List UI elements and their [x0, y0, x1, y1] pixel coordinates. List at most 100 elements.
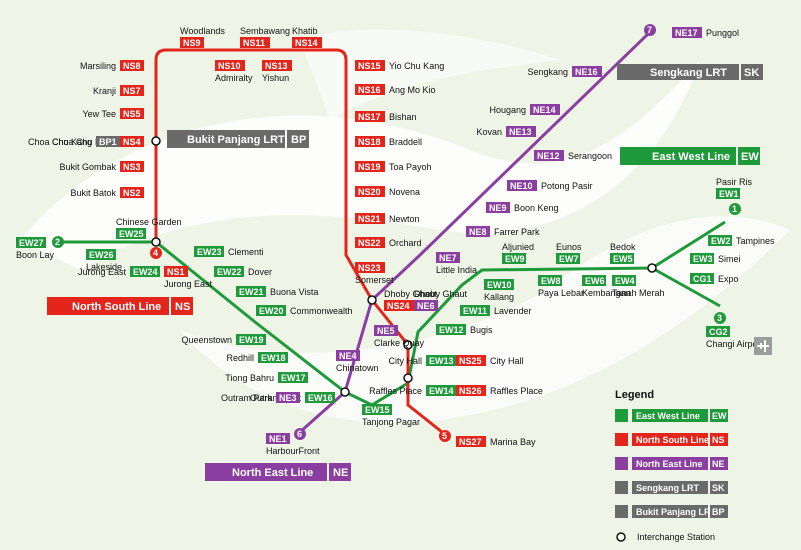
- station-code-box-ew5: [610, 253, 634, 264]
- station-name-ns27: Marina Bay: [490, 437, 536, 447]
- station-code-ns27: NS27: [459, 437, 482, 447]
- station-code-box-ns11: [240, 37, 270, 48]
- svg-text:NE: NE: [333, 467, 348, 479]
- legend-swatch-bp: [615, 505, 628, 518]
- station-code-box-ew23: [194, 246, 224, 257]
- station-code-box-cg1: [690, 273, 714, 284]
- station-code-ns25: NS25: [459, 356, 482, 366]
- station-name-ew14: Raffles Place: [369, 386, 422, 396]
- station-code-box-ew19: [236, 334, 266, 345]
- station-name-ns25: City Hall: [490, 356, 524, 366]
- station-code-box-ew13: [426, 355, 456, 366]
- station-code-ns17: NS17: [358, 112, 381, 122]
- station-code-box-cg2: [706, 326, 730, 337]
- station-code-box-ew15: [362, 404, 392, 415]
- svg-text:EW: EW: [741, 151, 759, 163]
- station-code-box-ew26: [86, 249, 116, 260]
- legend-code-box-bp: [710, 505, 728, 518]
- station-code-box-ns20: [355, 186, 385, 197]
- station-code-box-ns3: [120, 161, 144, 172]
- station-name-ne13: Kovan: [476, 127, 502, 137]
- station-code-ns24: NS24: [387, 301, 410, 311]
- legend-swatch-ew: [615, 409, 628, 422]
- station-code-ne1: NE1: [269, 434, 287, 444]
- station-name-ns9: Woodlands: [180, 26, 225, 36]
- station-code-ew18: EW18: [261, 353, 286, 363]
- station-code-box-ew17: [278, 372, 308, 383]
- station-code-ew15: EW15: [365, 405, 390, 415]
- station-code-ne3: NE3: [279, 393, 297, 403]
- station-code-box-ew22: [214, 266, 244, 277]
- station-code-ns13: NS13: [265, 61, 288, 71]
- svg-text:7: 7: [647, 25, 652, 35]
- station-name-ns7: Kranji: [93, 86, 116, 96]
- station-name-ew16: Outram Park: [250, 393, 302, 403]
- station-code-ns15: NS15: [358, 61, 381, 71]
- station-code-box-ew16: [305, 392, 335, 403]
- station-code-ne13: NE13: [509, 127, 532, 137]
- station-code-cg1: CG1: [693, 274, 712, 284]
- legend-code-sk: SK: [712, 483, 725, 493]
- station-code-ew23: EW23: [197, 247, 222, 257]
- station-name-ns23: Somerset: [355, 275, 394, 285]
- station-code-box-ns18: [355, 136, 385, 147]
- station-code-ew25: EW25: [119, 229, 144, 239]
- legend-code-bp: BP: [712, 507, 725, 517]
- station-name-ns8: Marsiling: [80, 61, 116, 71]
- terminus-numbers: 2 1 3 4 5 6 7: [52, 24, 741, 442]
- east-west-banner: East West Line EW: [620, 147, 760, 165]
- station-name-ne12: Serangoon: [568, 151, 612, 161]
- station-code-box-ew14: [426, 385, 456, 396]
- north-east-banner: North East Line NE: [205, 463, 351, 481]
- station-name-ns24: Dhoby Ghaut: [384, 289, 438, 299]
- station-name-ns4: Choa Chu Kang: [52, 137, 116, 147]
- station-code-ew14: EW14: [429, 386, 454, 396]
- station-code-ns22: NS22: [358, 238, 381, 248]
- station-code-box-ew12: [436, 324, 466, 335]
- station-name-ne14: Hougang: [489, 105, 526, 115]
- station-code-box-ns27: [456, 436, 486, 447]
- station-name-ns26: Raffles Place: [490, 386, 543, 396]
- station-code-ns23: NS23: [358, 263, 381, 273]
- station-code-box-ns23: [355, 262, 385, 273]
- station-name-ew6: Kembangan: [582, 288, 631, 298]
- station-code-ew2: EW2: [711, 236, 731, 246]
- station-code-ew26: EW26: [89, 250, 114, 260]
- station-name-ew10: Kallang: [484, 292, 514, 302]
- station-code-ne6: NE6: [417, 301, 435, 311]
- station-code-cg2: CG2: [709, 327, 728, 337]
- station-code-ew21: EW21: [239, 287, 264, 297]
- station-code-box-ew11: [460, 305, 490, 316]
- station-name-ew1: Pasir Ris: [716, 177, 753, 187]
- legend-bar-ew: [632, 409, 708, 422]
- station-code-ns9: NS9: [183, 38, 201, 48]
- station-code-box-ew21: [236, 286, 266, 297]
- station-code-ew19: EW19: [239, 335, 264, 345]
- station-name-ew11: Lavender: [494, 306, 532, 316]
- station-name-ns5: Yew Tee: [82, 109, 116, 119]
- station-name-ew5: Bedok: [610, 242, 636, 252]
- station-code-ns11: NS11: [243, 38, 265, 48]
- station-code-ew11: EW11: [463, 306, 487, 316]
- legend-label-ne: North East Line: [636, 459, 703, 469]
- station-name-ew8: Paya Lebar: [538, 288, 584, 298]
- station-code-ne10: NE10: [510, 181, 533, 191]
- svg-text:SK: SK: [744, 67, 759, 79]
- station-code-box-ns19: [355, 161, 385, 172]
- station-code-box-ew25: [116, 228, 146, 239]
- station-name-ns18: Braddell: [389, 137, 422, 147]
- station-code-ew5: EW5: [613, 254, 633, 264]
- station-code-box-ns24: [384, 300, 414, 311]
- legend-label-ns: North South Line: [636, 435, 709, 445]
- station-code-box-ne9: [486, 202, 510, 213]
- station-name-ew2: Tampines: [736, 236, 775, 246]
- station-name-cg2: Changi Airport: [706, 339, 764, 349]
- station-name-bp1: Choa Chu Kang: [28, 137, 92, 147]
- station-code-box-ns17: [355, 111, 385, 122]
- station-code-box-ne6: [414, 300, 438, 311]
- station-code-box-ns10: [215, 60, 245, 71]
- station-code-box-ns2: [120, 187, 144, 198]
